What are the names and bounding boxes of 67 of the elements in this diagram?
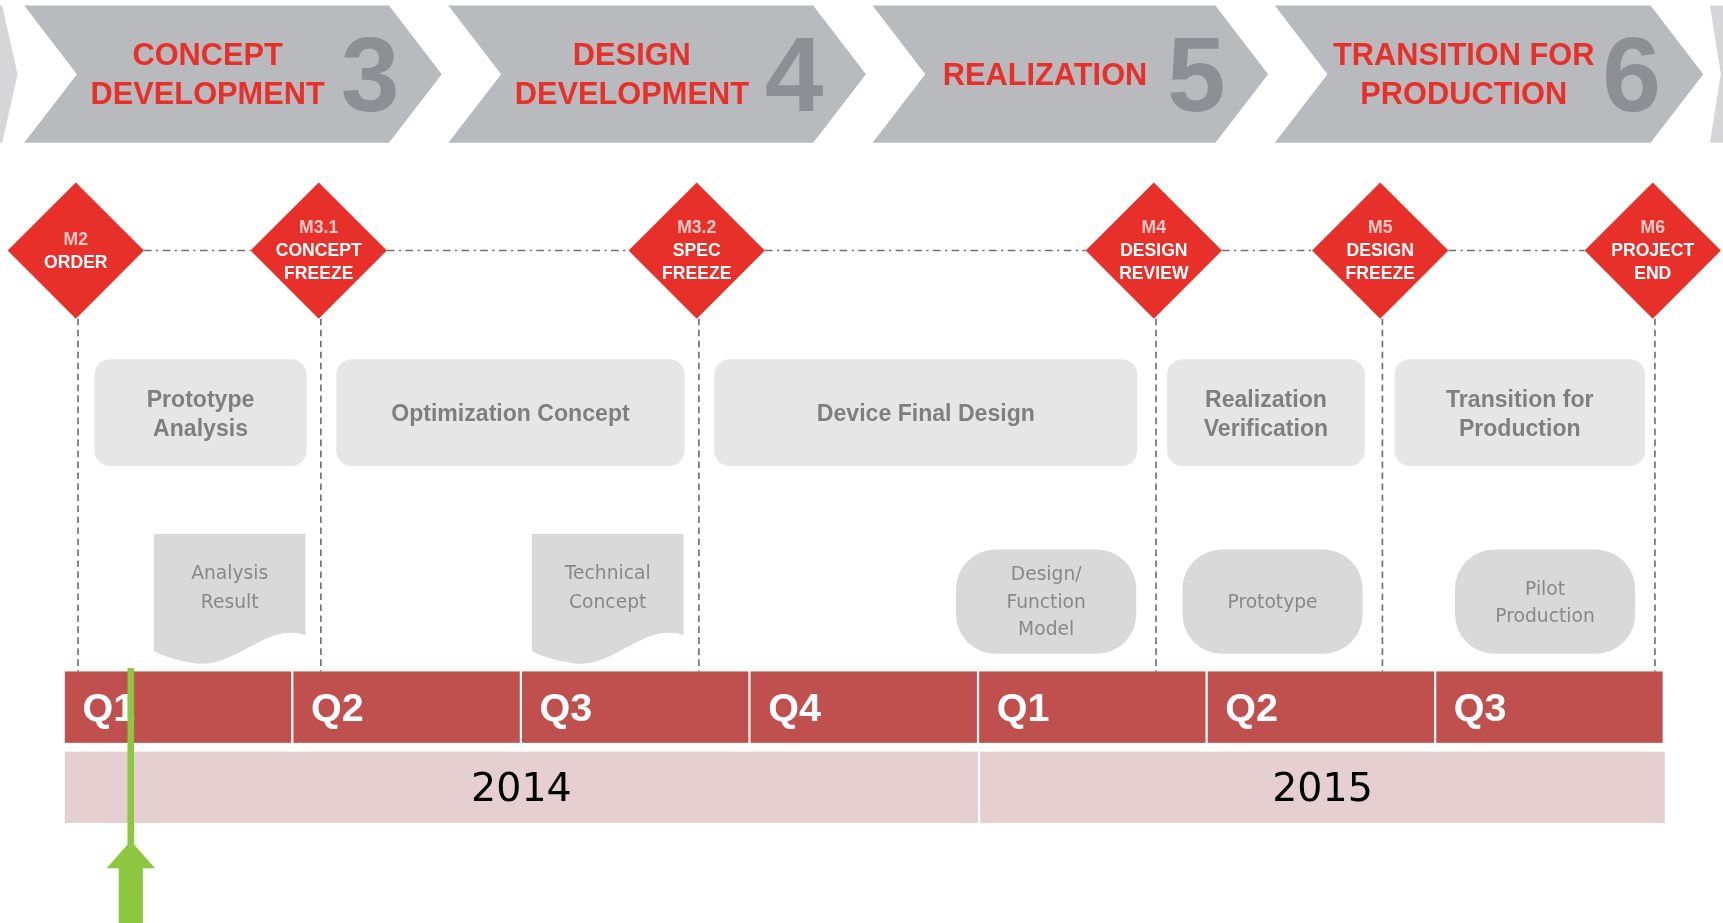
activity-box: [1394, 359, 1646, 466]
activity-box: [1167, 359, 1365, 466]
activity-label: Prototype Analysis: [145, 384, 256, 443]
quarter-cell: Q3: [522, 671, 749, 743]
activity-label: Device Final Design: [816, 399, 1035, 428]
chevron-stub: [1709, 5, 1723, 143]
milestone-name: CONCEPT FREEZE: [274, 239, 363, 285]
milestone-line: [1155, 317, 1157, 673]
activity-box: [94, 359, 307, 466]
phase-banner: [1274, 5, 1704, 143]
phase-title: DESIGN DEVELOPMENT: [513, 35, 750, 113]
document-shape: [153, 534, 306, 666]
milestone-diamond: [1312, 182, 1449, 319]
phase-banner: [872, 5, 1269, 143]
chevron-stub: [0, 5, 18, 143]
milestone-connector: [764, 249, 1087, 252]
milestone-connector: [1447, 249, 1586, 252]
phase-title: TRANSITION FOR PRODUCTION: [1331, 35, 1596, 113]
milestone-name: SPEC FREEZE: [661, 239, 733, 285]
milestone-connector: [1221, 249, 1313, 252]
year-cell: 2014: [64, 751, 978, 824]
milestone-code: M2: [63, 228, 89, 250]
deliverable-box: [956, 549, 1137, 654]
milestone-name: DESIGN FREEZE: [1344, 239, 1416, 285]
milestone-name: ORDER: [43, 251, 109, 273]
activity-label: Optimization Concept: [391, 399, 630, 428]
quarter-cell: Q1: [979, 671, 1206, 743]
milestone-line: [320, 317, 322, 673]
activity-box: [714, 359, 1138, 466]
milestone-line: [1654, 317, 1656, 673]
milestone-code: M3.2: [677, 216, 717, 239]
milestone-line: [1381, 317, 1384, 673]
milestone-diamond: [250, 182, 387, 319]
milestone-diamond: [628, 182, 765, 319]
document-shape: [531, 534, 684, 666]
phase-title: REALIZATION: [941, 55, 1149, 93]
deliverable-label: Design/ Function Model: [1005, 561, 1087, 642]
milestone-connector: [143, 249, 252, 252]
deliverable-label: Technical Concept: [563, 560, 652, 615]
activity-label: Transition for Production: [1445, 384, 1595, 443]
quarter-cell: Q3: [1436, 671, 1663, 743]
quarter-cell: Q2: [293, 671, 520, 743]
milestone-name: DESIGN REVIEW: [1118, 239, 1190, 285]
phase-banner: [24, 5, 442, 143]
activity-box: [336, 359, 685, 466]
phase-title: CONCEPT DEVELOPMENT: [89, 35, 326, 113]
deliverable-label: Pilot Production: [1494, 575, 1596, 628]
milestone-diamond: [7, 182, 144, 319]
milestone-diamond: [1584, 182, 1721, 319]
deliverable-box: [1182, 549, 1363, 654]
quarter-cell: Q1: [64, 671, 292, 743]
milestone-code: M4: [1141, 216, 1167, 239]
year-cell: 2015: [980, 751, 1665, 824]
deliverable-label: Prototype: [1226, 589, 1319, 615]
milestone-code: M5: [1368, 216, 1393, 239]
milestone-line: [698, 317, 700, 673]
milestone-name: PROJECT END: [1610, 239, 1696, 285]
milestone-code: M6: [1640, 216, 1665, 239]
milestone-line: [77, 317, 79, 673]
milestone-code: M3.1: [299, 216, 339, 239]
deliverable-box: [1454, 549, 1636, 654]
quarter-cell: Q4: [750, 671, 977, 743]
quarter-cell: Q2: [1207, 671, 1435, 743]
deliverable-label: Analysis Result: [190, 560, 270, 615]
milestone-diamond: [1085, 182, 1222, 319]
phase-banner: [448, 5, 866, 143]
activity-label: Realization Verification: [1202, 384, 1330, 443]
